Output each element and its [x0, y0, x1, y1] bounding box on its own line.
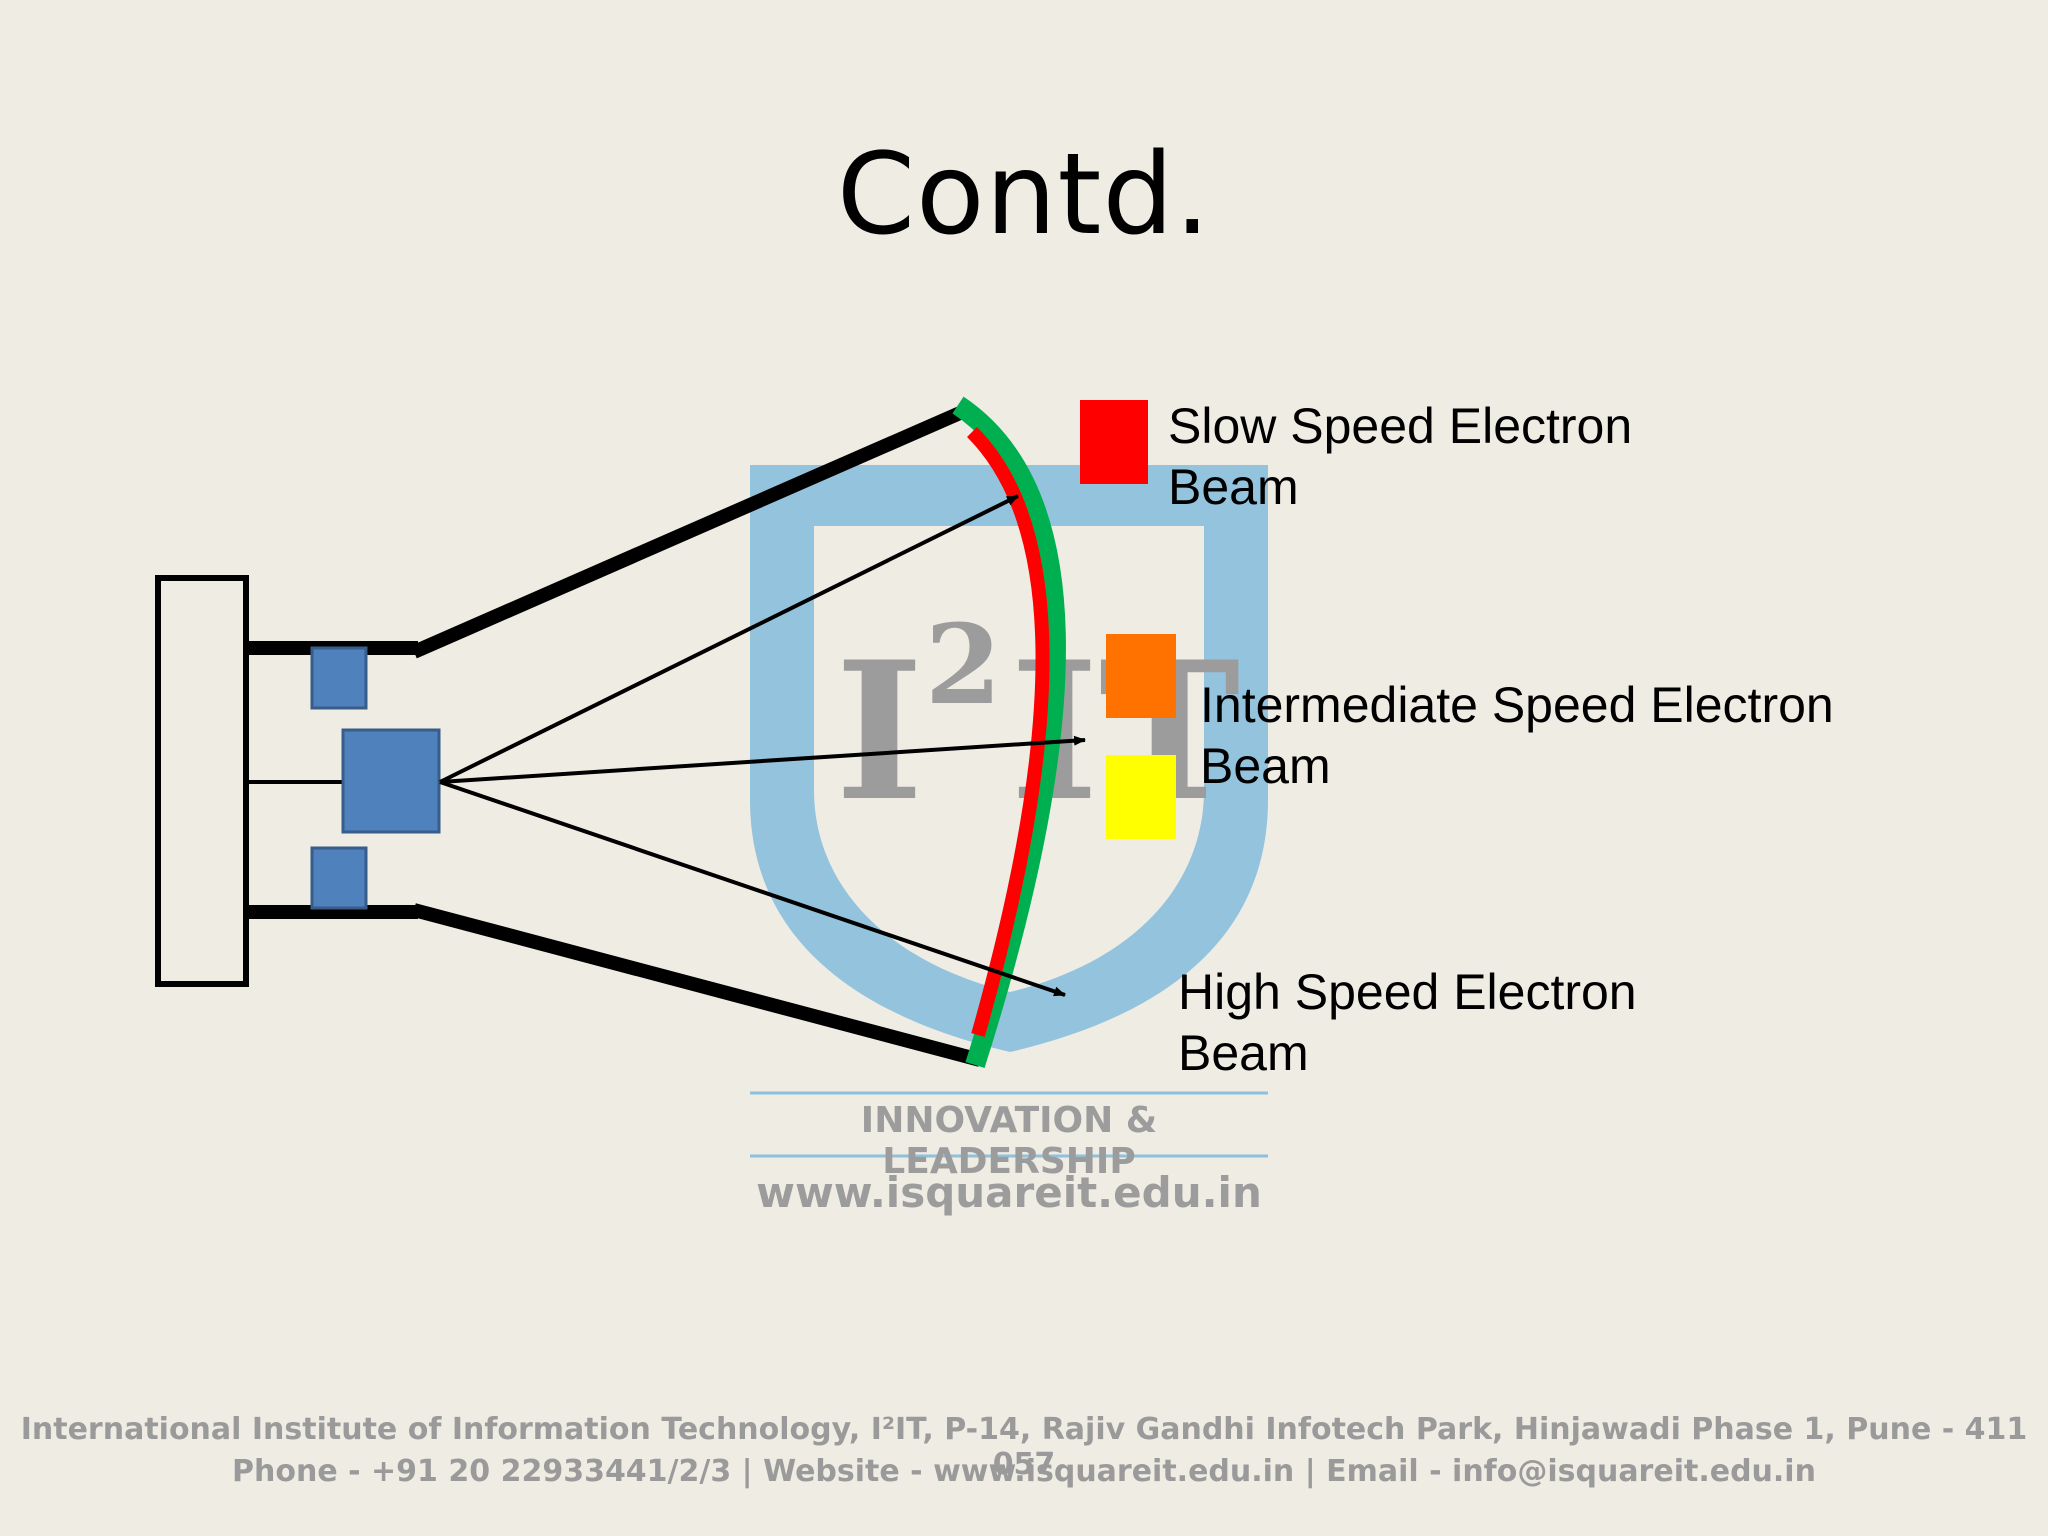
watermark-shield-icon [750, 465, 1268, 1052]
intermediate-beam-label-line1: Intermediate Speed Electron [1200, 677, 1834, 733]
screen-outer-layer [952, 396, 1066, 1069]
tube-upper-wall [411, 406, 963, 659]
intermediate-beam-label-line2: Beam [1200, 738, 1331, 794]
footer-address: International Institute of Information T… [20, 1412, 2028, 1482]
high-beam-arrow [439, 780, 1066, 997]
screen-inner-layer [967, 427, 1050, 1037]
slow-beam-label-line1: Slow Speed Electron [1168, 398, 1633, 454]
cathode-block [341, 728, 441, 834]
tube-lower-wall [412, 903, 982, 1067]
slow-beam-swatch [1080, 400, 1148, 484]
intermediate-beam-label: Intermediate Speed Electron Beam [1200, 675, 1834, 797]
footer-contact: Phone - +91 20 22933441/2/3 | Website - … [232, 1454, 1816, 1489]
intermediate-beam-swatch [1106, 634, 1176, 718]
watermark-tagline: INNOVATION & LEADERSHIP [860, 1100, 1158, 1182]
watermark-logo-superscript: 2 [925, 600, 1002, 729]
slow-beam-arrow [439, 494, 1019, 784]
high-beam-swatch [1106, 755, 1176, 839]
intermediate-beam-arrow [439, 735, 1086, 784]
high-beam-label-line1: High Speed Electron [1178, 964, 1637, 1020]
slide-title: Contd. [836, 130, 1212, 260]
watermark-website: www.isquareit.edu.in [756, 1168, 1262, 1217]
slow-beam-label-line2: Beam [1168, 459, 1299, 515]
high-beam-label-line2: Beam [1178, 1025, 1309, 1081]
high-beam-label: High Speed Electron Beam [1178, 962, 1637, 1084]
lower-electrode [310, 846, 368, 910]
upper-electrode [310, 646, 368, 710]
watermark-logo-letter: I [835, 620, 924, 843]
electron-gun-base [155, 575, 249, 987]
slow-beam-label: Slow Speed Electron Beam [1168, 396, 1632, 518]
